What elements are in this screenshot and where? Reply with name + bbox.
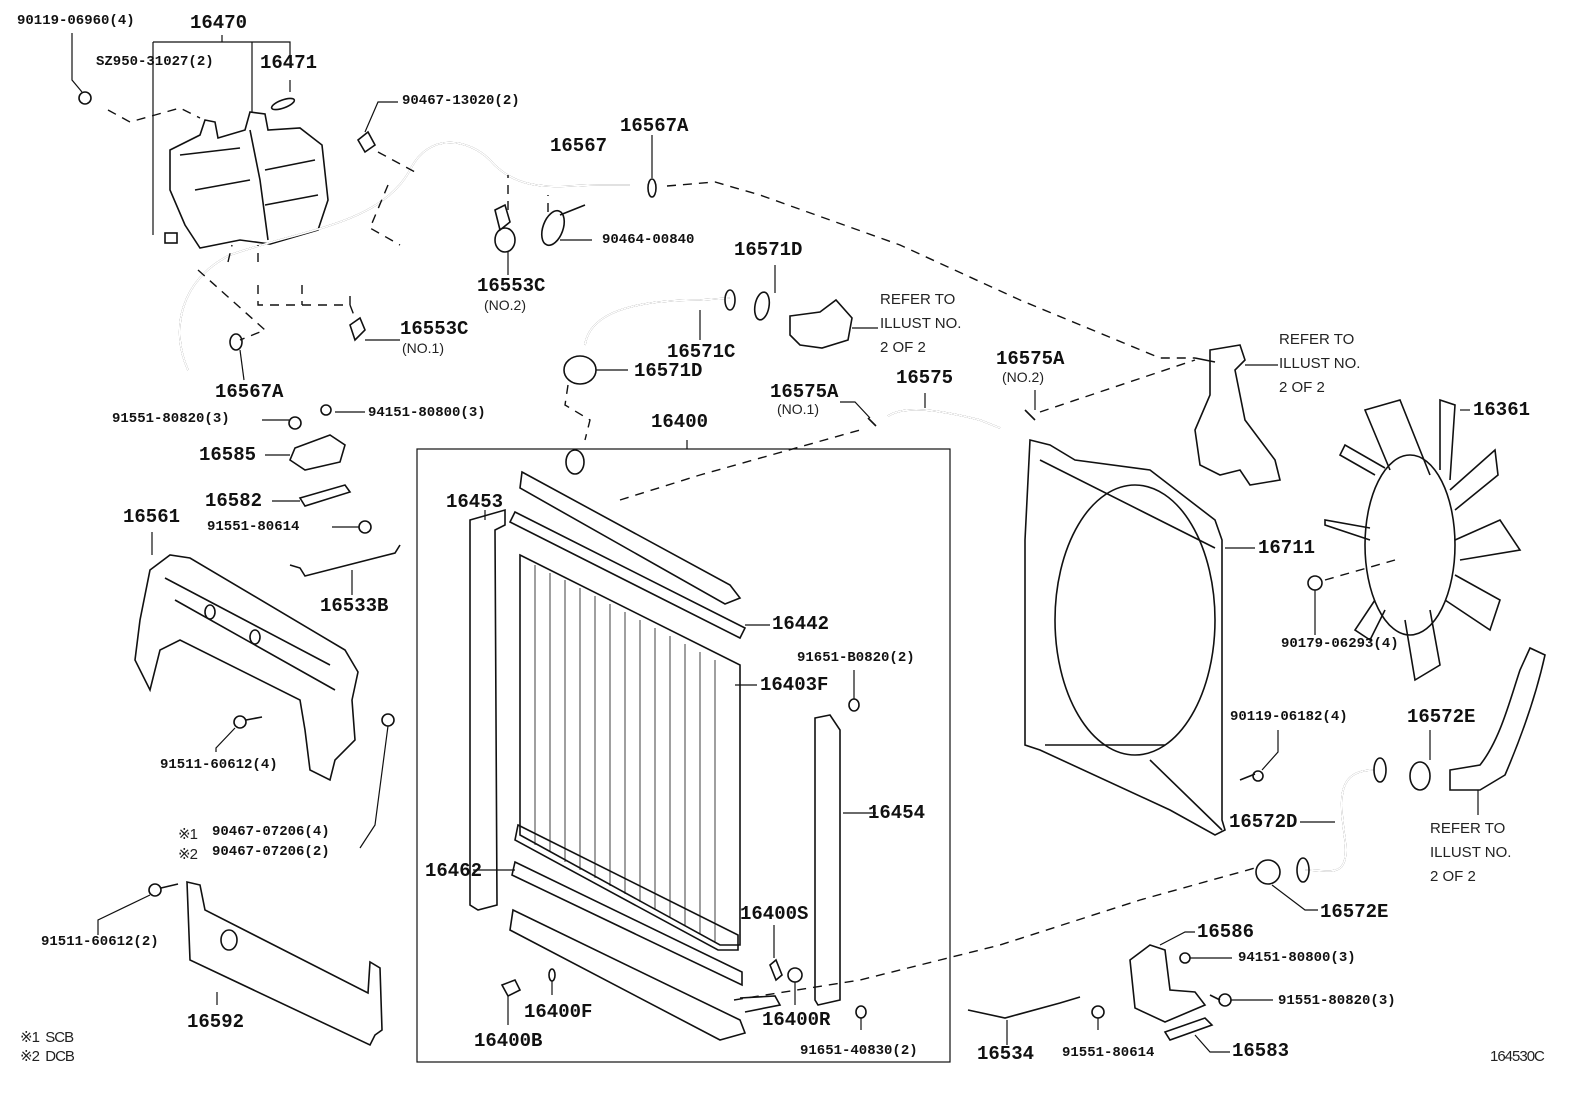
- part-label-16453[interactable]: 16453: [446, 491, 504, 513]
- part-label-16534[interactable]: 16534: [977, 1043, 1035, 1065]
- part-label-91511-60612-4[interactable]: 91511-60612(4): [160, 757, 278, 773]
- refer-note-line3: 2 OF 2: [1279, 379, 1325, 396]
- part-label-16567A-top[interactable]: 16567A: [620, 115, 689, 137]
- refer-note-line1: REFER TO: [880, 291, 956, 308]
- part-label-16400S[interactable]: 16400S: [740, 903, 809, 925]
- part-label-90467-07206-dcb[interactable]: 90467-07206(2): [212, 844, 330, 860]
- part-label-16571C[interactable]: 16571C: [667, 341, 736, 363]
- fan-blades: [1324, 398, 1522, 682]
- part-label-16470[interactable]: 16470: [190, 12, 248, 34]
- part-label-91551-80614-left[interactable]: 91551-80614: [207, 519, 300, 535]
- part-label-16571D-top[interactable]: 16571D: [734, 239, 803, 261]
- refer-note-line2: ILLUST NO.: [1430, 844, 1512, 861]
- legend-text: SCB: [45, 1029, 74, 1046]
- part-label-16400[interactable]: 16400: [651, 411, 709, 433]
- part-label-16583[interactable]: 16583: [1232, 1040, 1290, 1062]
- part-label-90464-00840[interactable]: 90464-00840: [602, 232, 695, 248]
- part-label-91651-B0820[interactable]: 91651-B0820(2): [797, 650, 915, 666]
- part-label-91551-80614-right[interactable]: 91551-80614: [1062, 1045, 1155, 1061]
- legend-text: DCB: [45, 1048, 75, 1065]
- part-label-16575[interactable]: 16575: [896, 367, 954, 389]
- part-label-91551-80820-left[interactable]: 91551-80820(3): [112, 411, 230, 427]
- figure-code: 164530C: [1490, 1048, 1545, 1065]
- part-label-16400B[interactable]: 16400B: [474, 1030, 543, 1052]
- part-sublabel-16553C-no1: (NO.1): [402, 340, 444, 356]
- part-sublabel-16575A-no1: (NO.1): [777, 401, 819, 417]
- refer-note-reservoir: REFER TO ILLUST NO. 2 OF 2: [1279, 328, 1360, 400]
- part-label-16572D[interactable]: 16572D: [1229, 811, 1298, 833]
- part-label-16553C-no1[interactable]: 16553C: [400, 318, 469, 340]
- legend-mark-2: ※2: [178, 846, 198, 863]
- part-label-16561[interactable]: 16561: [123, 506, 181, 528]
- part-label-16571D-bottom[interactable]: 16571D: [634, 360, 703, 382]
- part-label-16711[interactable]: 16711: [1258, 537, 1316, 559]
- part-label-94151-80800-right[interactable]: 94151-80800(3): [1238, 950, 1356, 966]
- refer-note-line2: ILLUST NO.: [880, 315, 962, 332]
- legend-item-2: ※2 DCB: [20, 1047, 75, 1065]
- part-label-16575A-no2[interactable]: 16575A: [996, 348, 1065, 370]
- part-label-91651-40830[interactable]: 91651-40830(2): [800, 1043, 918, 1059]
- part-label-16572E-bottom[interactable]: 16572E: [1320, 901, 1389, 923]
- refer-note-line3: 2 OF 2: [880, 339, 926, 356]
- part-label-16403F[interactable]: 16403F: [760, 674, 829, 696]
- refer-note-outlet: REFER TO ILLUST NO. 2 OF 2: [880, 288, 961, 360]
- legend-item-1: ※1 SCB: [20, 1028, 74, 1046]
- part-label-16572E-top[interactable]: 16572E: [1407, 706, 1476, 728]
- part-label-90119-06182[interactable]: 90119-06182(4): [1230, 709, 1348, 725]
- part-label-16400F[interactable]: 16400F: [524, 1001, 593, 1023]
- part-label-90467-13020[interactable]: 90467-13020(2): [402, 93, 520, 109]
- part-label-94151-80800-left[interactable]: 94151-80800(3): [368, 405, 486, 421]
- legend-mark: ※2: [20, 1048, 40, 1065]
- core-fins: [534, 565, 716, 942]
- part-sublabel-16553C-no2: (NO.2): [484, 297, 526, 313]
- part-label-91551-80820-right[interactable]: 91551-80820(3): [1278, 993, 1396, 1009]
- part-label-16553C-no2[interactable]: 16553C: [477, 275, 546, 297]
- part-label-16567[interactable]: 16567: [550, 135, 608, 157]
- part-label-16462[interactable]: 16462: [425, 860, 483, 882]
- part-label-16400R[interactable]: 16400R: [762, 1009, 831, 1031]
- part-label-16442[interactable]: 16442: [772, 613, 830, 635]
- part-sublabel-16575A-no2: (NO.2): [1002, 369, 1044, 385]
- refer-note-line1: REFER TO: [1430, 820, 1506, 837]
- part-label-16582[interactable]: 16582: [205, 490, 263, 512]
- part-label-16586[interactable]: 16586: [1197, 921, 1255, 943]
- refer-note-lower-hose: REFER TO ILLUST NO. 2 OF 2: [1430, 817, 1511, 889]
- part-label-90179-06293[interactable]: 90179-06293(4): [1281, 636, 1399, 652]
- part-label-91511-60612-2[interactable]: 91511-60612(2): [41, 934, 159, 950]
- refer-note-line3: 2 OF 2: [1430, 868, 1476, 885]
- part-label-16575A-no1[interactable]: 16575A: [770, 381, 839, 403]
- part-label-16567A-bottom[interactable]: 16567A: [215, 381, 284, 403]
- reservoir-tank: [164, 111, 329, 249]
- part-label-90119-06960[interactable]: 90119-06960(4): [17, 13, 135, 29]
- part-label-16585[interactable]: 16585: [199, 444, 257, 466]
- part-label-16471[interactable]: 16471: [260, 52, 318, 74]
- refer-note-line2: ILLUST NO.: [1279, 355, 1361, 372]
- part-label-sz950-31027[interactable]: SZ950-31027(2): [96, 54, 214, 70]
- part-label-16592[interactable]: 16592: [187, 1011, 245, 1033]
- refer-note-line1: REFER TO: [1279, 331, 1355, 348]
- legend-mark-1: ※1: [178, 826, 198, 843]
- part-label-16454[interactable]: 16454: [868, 802, 926, 824]
- part-label-16533B[interactable]: 16533B: [320, 595, 389, 617]
- part-label-90467-07206-scb[interactable]: 90467-07206(4): [212, 824, 330, 840]
- legend-mark: ※1: [20, 1029, 40, 1046]
- part-label-16361[interactable]: 16361: [1473, 399, 1531, 421]
